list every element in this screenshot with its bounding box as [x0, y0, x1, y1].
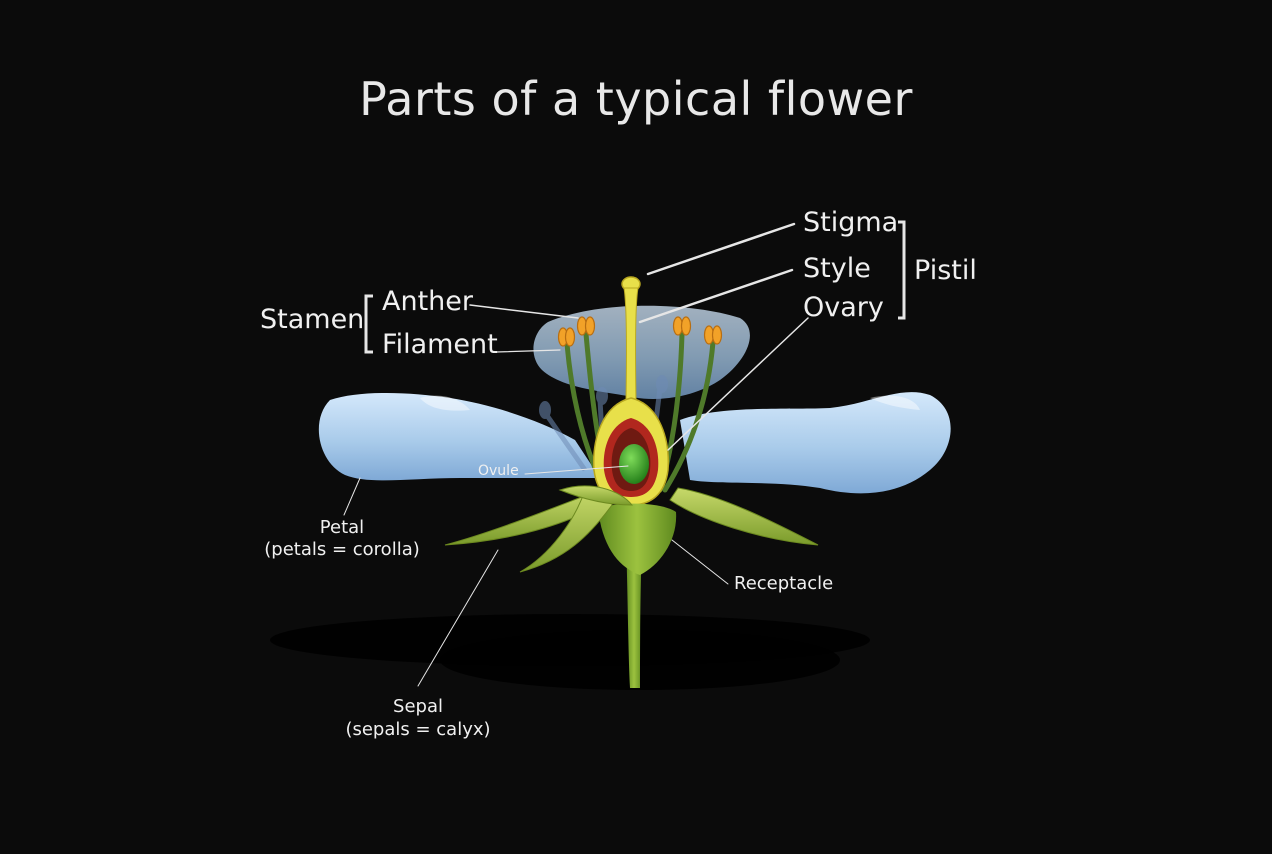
- anthers: [557, 316, 723, 347]
- anther-label: Anther: [382, 286, 473, 317]
- style-leader: [638, 268, 794, 324]
- ovary-label: Ovary: [803, 292, 884, 323]
- ovule-leader: [524, 465, 629, 475]
- petal-left-highlight: [420, 395, 470, 411]
- style-label: Style: [803, 253, 871, 284]
- ovary-leader: [667, 317, 809, 451]
- pistil: [593, 276, 669, 506]
- petal-left: [318, 393, 600, 481]
- receptacle: [598, 503, 677, 575]
- page-title: Parts of a typical flower: [359, 72, 913, 126]
- sepal-leader: [417, 549, 499, 687]
- ground-shadow: [270, 614, 870, 690]
- pistil-label: Pistil: [914, 255, 977, 286]
- petal-note: (petals = corolla): [264, 539, 420, 560]
- pistil-bracket: [898, 220, 906, 320]
- stigma-label: Stigma: [803, 207, 899, 238]
- petal-label: Petal: [319, 517, 365, 538]
- stamen-label: Stamen: [260, 304, 365, 335]
- stigma-leader: [646, 222, 796, 276]
- brackets: [364, 220, 906, 354]
- sepal-label: Sepal: [393, 696, 443, 717]
- petal-right: [680, 392, 951, 494]
- leader-lines: [343, 222, 809, 687]
- ovule: [619, 444, 649, 484]
- filament-label: Filament: [382, 329, 498, 360]
- receptacle-label: Receptacle: [734, 573, 834, 594]
- petal-right-highlight: [870, 395, 920, 410]
- anther-leader: [469, 304, 579, 319]
- receptacle-leader: [671, 539, 729, 585]
- filament-leader: [495, 349, 561, 353]
- sepals: [444, 485, 819, 573]
- petal-leader: [343, 477, 361, 516]
- ovule-label: Ovule: [478, 463, 519, 479]
- sepal-note: (sepals = calyx): [345, 719, 491, 740]
- stem: [626, 540, 642, 688]
- stamen-bracket: [364, 294, 373, 354]
